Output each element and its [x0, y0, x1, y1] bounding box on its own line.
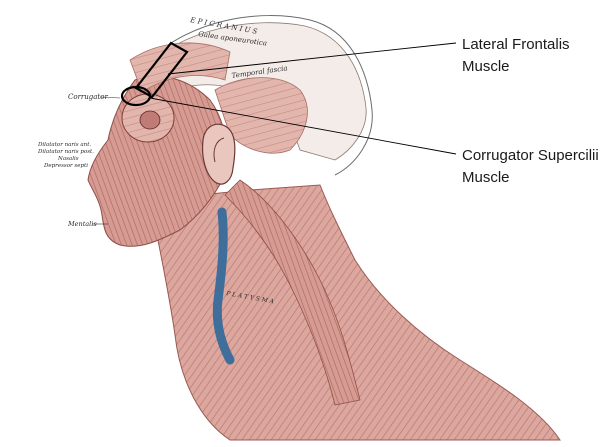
label-dilatator-post: Dilatator naris post.	[37, 149, 94, 155]
lateral-frontalis-label-line1: Lateral Frontalis	[462, 34, 570, 56]
label-depressor: Depressor septi	[43, 163, 88, 169]
corrugator-label-line2: Muscle	[462, 167, 599, 189]
corrugator-label-line1: Corrugator Supercilii	[462, 145, 599, 167]
lateral-frontalis-callout: Lateral Frontalis Muscle	[462, 34, 570, 78]
corrugator-supercilii-callout: Corrugator Supercilii Muscle	[462, 145, 599, 189]
neck-muscles	[150, 185, 560, 440]
label-nasalis: Nasalis	[57, 156, 79, 162]
label-dilatator-ant: Dilatator naris ant.	[37, 142, 91, 148]
lateral-frontalis-label-line2: Muscle	[462, 56, 570, 78]
eye	[140, 111, 160, 129]
